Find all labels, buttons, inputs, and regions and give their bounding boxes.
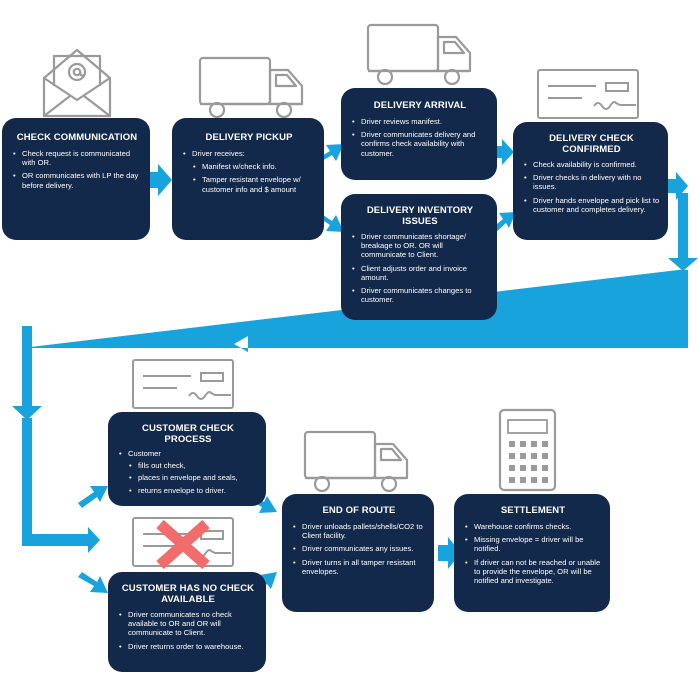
step-title-line2: CONFIRMED	[562, 144, 621, 155]
step-item: Driver turns in all tamper resistant env…	[292, 558, 426, 576]
step-end-of-route: END OF ROUTE Driver unloads pallets/shel…	[282, 494, 434, 612]
loop-connector	[22, 418, 100, 553]
step-item: Driver checks in delivery with no issues…	[523, 173, 660, 191]
step-item: Client adjusts order and invoice amount.	[351, 264, 489, 282]
truck-icon	[303, 430, 409, 493]
step-item: Warehouse confirms checks.	[464, 522, 602, 531]
step-item: Driver communicates delivery and confirm…	[351, 130, 489, 158]
step-title-line1: DELIVERY INVENTORY	[366, 205, 474, 216]
truck-icon	[366, 23, 472, 86]
red-x-icon	[156, 519, 210, 570]
step-customer-check-process: CUSTOMER CHECK PROCESS Customer fills ou…	[108, 412, 266, 506]
step-delivery-pickup: DELIVERY PICKUP Driver receives: Manifes…	[172, 118, 324, 240]
step-title-line2: ISSUES	[402, 216, 438, 227]
step-settlement: SETTLEMENT Warehouse confirms checks. Mi…	[454, 494, 610, 612]
step-item: Check request is communicated with OR.	[12, 149, 142, 167]
step-item: Manifest w/check info.	[182, 162, 316, 171]
step-item: returns envelope to driver.	[118, 486, 258, 495]
step-item: fills out check,	[118, 461, 258, 470]
step-item: Driver communicates any issues.	[292, 544, 426, 553]
step-check-communication: CHECK COMMUNICATION Check request is com…	[2, 118, 150, 240]
truck-icon	[198, 56, 304, 119]
step-item: Driver reviews manifest.	[351, 117, 489, 126]
step-title: DELIVERY PICKUP	[205, 132, 293, 143]
step-delivery-check-confirmed: DELIVERY CHECK CONFIRMED Check availabil…	[513, 122, 668, 240]
step-intro: Driver receives:	[182, 149, 316, 158]
step-item: Driver communicates no check available t…	[118, 610, 258, 638]
step-customer-no-check: CUSTOMER HAS NO CHECK AVAILABLE Driver c…	[108, 572, 266, 672]
calculator-icon	[498, 408, 557, 492]
envelope-icon	[42, 48, 112, 118]
loop-connector	[12, 336, 42, 420]
arrow-into-no-check	[78, 572, 108, 593]
step-item: places in envelope and seals,	[118, 473, 258, 482]
arrow-comm-to-pickup	[146, 164, 172, 196]
step-item: Driver unloads pallets/shells/CO2 to Cli…	[292, 522, 426, 540]
arrow-into-check-process	[78, 486, 108, 508]
step-title: SETTLEMENT	[500, 505, 566, 516]
step-item: Driver communicates changes to customer.	[351, 286, 489, 304]
step-item: Check availability is confirmed.	[523, 160, 660, 169]
step-delivery-inventory-issues: DELIVERY INVENTORY ISSUES Driver communi…	[341, 194, 497, 320]
step-delivery-arrival: DELIVERY ARRIVAL Driver reviews manifest…	[341, 88, 497, 180]
step-title-line2: AVAILABLE	[161, 594, 215, 605]
step-title-line1: DELIVERY CHECK	[549, 133, 634, 144]
step-item: If driver can not be reached or unable t…	[464, 558, 602, 586]
step-title: DELIVERY ARRIVAL	[373, 100, 467, 111]
step-item: OR communicates with LP the day before d…	[12, 171, 142, 189]
loop-connector	[508, 326, 520, 348]
step-title-line1: CUSTOMER HAS NO CHECK	[121, 583, 255, 594]
step-title: END OF ROUTE	[322, 505, 396, 516]
step-item: Driver communicates shortage/ breakage t…	[351, 232, 489, 260]
step-item: Missing envelope = driver will be notifi…	[464, 535, 602, 553]
arrow-arrival-to-confirmed	[492, 139, 514, 165]
step-title: CHECK COMMUNICATION	[16, 132, 138, 143]
step-intro: Customer	[118, 449, 258, 458]
arrow-end-to-settlement	[438, 537, 461, 569]
crossed-check-icon	[132, 517, 234, 570]
step-title: CUSTOMER CHECK PROCESS	[141, 423, 234, 445]
step-item: Tamper resistant envelope w/ customer in…	[182, 175, 316, 193]
step-item: Driver hands envelope and pick list to c…	[523, 196, 660, 214]
step-item: Driver returns order to warehouse.	[118, 642, 258, 651]
check-icon	[132, 359, 234, 409]
check-icon	[537, 69, 639, 119]
loop-connector	[668, 193, 698, 271]
